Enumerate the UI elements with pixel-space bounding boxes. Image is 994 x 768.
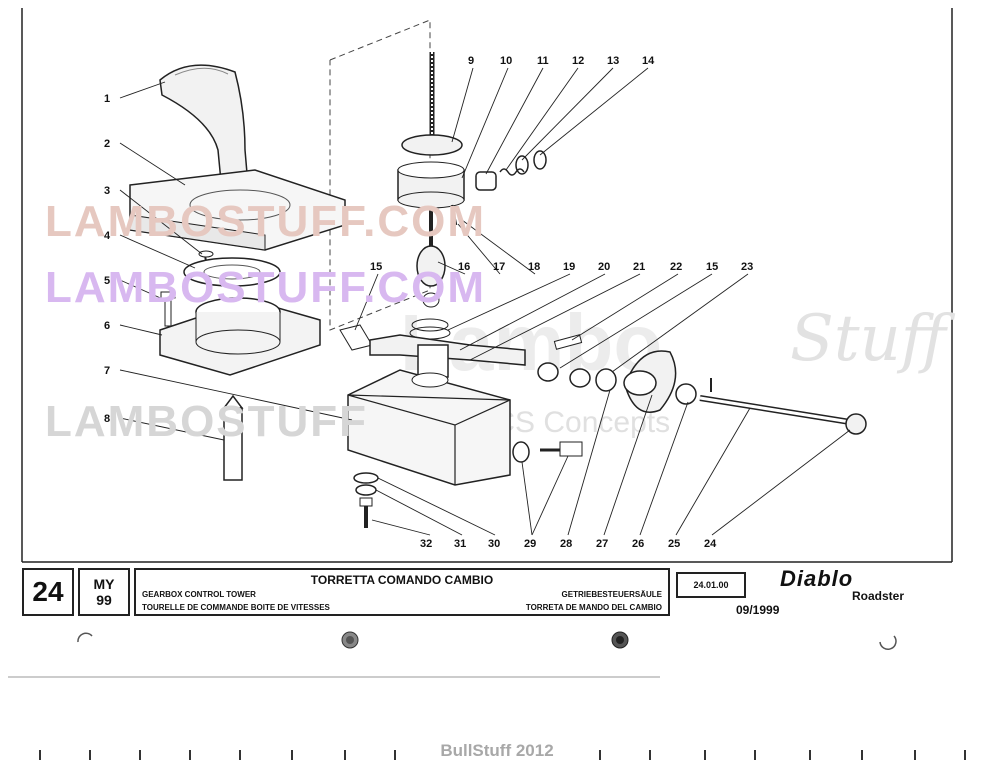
callout-3: 3 [104,185,110,197]
callout-26: 26 [632,538,644,550]
model-year-label: MY [93,576,115,592]
model-year-box: MY 99 [78,568,130,616]
footer-credit: BullStuff 2012 [440,741,554,760]
brand-logo: Diablo [780,566,854,591]
watermark-stuff: Stuff [790,302,956,376]
callout-15: 15 [370,261,382,273]
title-box: TORRETTA COMANDO CAMBIO GEARBOX CONTROL … [134,568,670,616]
callout-1: 1 [104,93,110,105]
callout-16: 16 [458,261,470,273]
callout-29: 29 [524,538,536,550]
callout-20: 20 [598,261,610,273]
callout-13: 13 [607,55,619,67]
callout-23: 23 [741,261,753,273]
revision-date: 09/1999 [736,603,780,617]
callout-25: 25 [668,538,680,550]
callout-5: 5 [104,275,110,287]
callout-6: 6 [104,320,110,332]
brand-model: Roadster [852,589,905,603]
callout-4: 4 [104,230,111,242]
title-german: GETRIEBESTEUERSÄULE [561,590,662,599]
callout-10: 10 [500,55,512,67]
callout-9: 9 [468,55,474,67]
callout-32: 32 [420,538,432,550]
callout-14: 14 [642,55,655,67]
drawing-code-box: 24.01.00 [676,572,746,598]
title-italian: TORRETTA COMANDO CAMBIO [310,573,494,587]
callout-31: 31 [454,538,466,550]
title-french: TOURELLE DE COMMANDE BOITE DE VITESSES [142,603,330,612]
shift-rod-part [397,52,465,308]
watermark-lower: LAMBOSTUFF [45,397,368,446]
watermark-top: LAMBOSTUFF.COM [45,197,486,246]
page-number-box: 24 [22,568,74,616]
callout-15b: 15 [706,261,718,273]
callout-27: 27 [596,538,608,550]
model-year-value: 99 [96,592,112,608]
callout-7: 7 [104,365,110,377]
lever-part [339,318,583,382]
page-number: 24 [32,576,64,607]
callout-17: 17 [493,261,505,273]
watermark-middle: LAMBOSTUFF.COM [45,263,486,312]
title-spanish: TORRETA DE MANDO DEL CAMBIO [525,603,662,612]
drawing-code: 24.01.00 [693,580,729,590]
callout-30: 30 [488,538,500,550]
pin-part [222,394,244,481]
callout-21: 21 [633,261,645,273]
bearing-rod-part [569,350,867,435]
callout-11: 11 [537,55,549,67]
title-english: GEARBOX CONTROL TOWER [142,590,256,599]
base-box-part [347,369,511,486]
callout-2: 2 [104,138,110,150]
callout-18: 18 [528,261,540,273]
housing-part [159,297,321,376]
callout-22: 22 [670,261,682,273]
callout-28: 28 [560,538,572,550]
callout-12: 12 [572,55,584,67]
boot-plate-part [129,169,346,251]
callout-19: 19 [563,261,575,273]
callout-8: 8 [104,413,110,425]
callout-24: 24 [704,538,717,550]
